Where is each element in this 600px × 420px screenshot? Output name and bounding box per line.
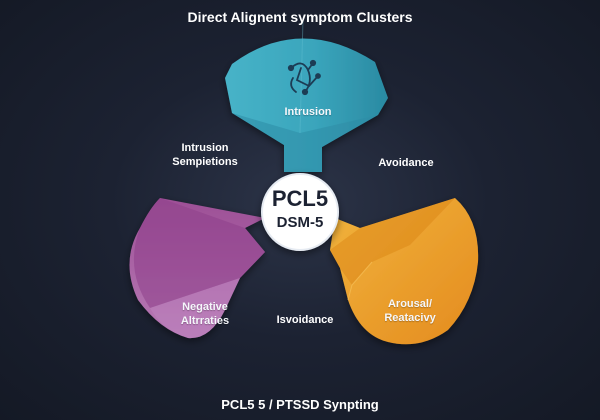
lobe-negative: [129, 198, 265, 339]
lobe-label-negative-line2: Altrraties: [180, 315, 230, 327]
lobe-label-arousal: Arousal/ Reatacivy: [360, 297, 460, 325]
lobe-arousal-edge: [347, 261, 373, 301]
side-label-avoidance: Avoidance: [378, 157, 434, 169]
lobe-intrusion: [225, 17, 388, 173]
center-circle: [261, 173, 339, 251]
center-node: [261, 173, 339, 251]
lobe-label-negative: Negative Altrraties: [155, 300, 255, 328]
lobe-label-arousal-line1: Arousal/: [387, 298, 432, 310]
lobe-label-intrusion: Intrusion: [284, 106, 332, 118]
lobe-label-arousal-line2: Reatacivy: [384, 312, 436, 324]
center-label-pcl5: PCL5: [271, 186, 329, 211]
lobe-intrusion-ridge: [299, 17, 304, 134]
side-label-isvoidance: Isvoidance: [276, 314, 334, 326]
lobe-arousal-facet: [330, 198, 455, 285]
side-label-intrusion-line2: Sempietions: [172, 156, 238, 168]
lobe-arousal: [330, 198, 479, 345]
diagram-title: Direct Alignent symptom Clusters: [187, 9, 413, 25]
side-label-intrusion-line1: Intrusion: [181, 142, 229, 154]
center-label-dsm5: DSM-5: [276, 214, 324, 231]
diagram-footer: PCL5 5 / PTSSD Synpting: [221, 397, 379, 412]
side-label-intrusion-sempietions: Intrusion Sempietions: [150, 141, 260, 169]
lobe-intrusion-facet: [232, 113, 378, 172]
lobe-intrusion-shape: [225, 38, 388, 173]
lobe-negative-lower: [150, 278, 240, 339]
lobe-negative-facet: [133, 198, 265, 308]
lobe-label-negative-line1: Negative: [182, 301, 228, 313]
brain-network-icon: [287, 59, 321, 96]
